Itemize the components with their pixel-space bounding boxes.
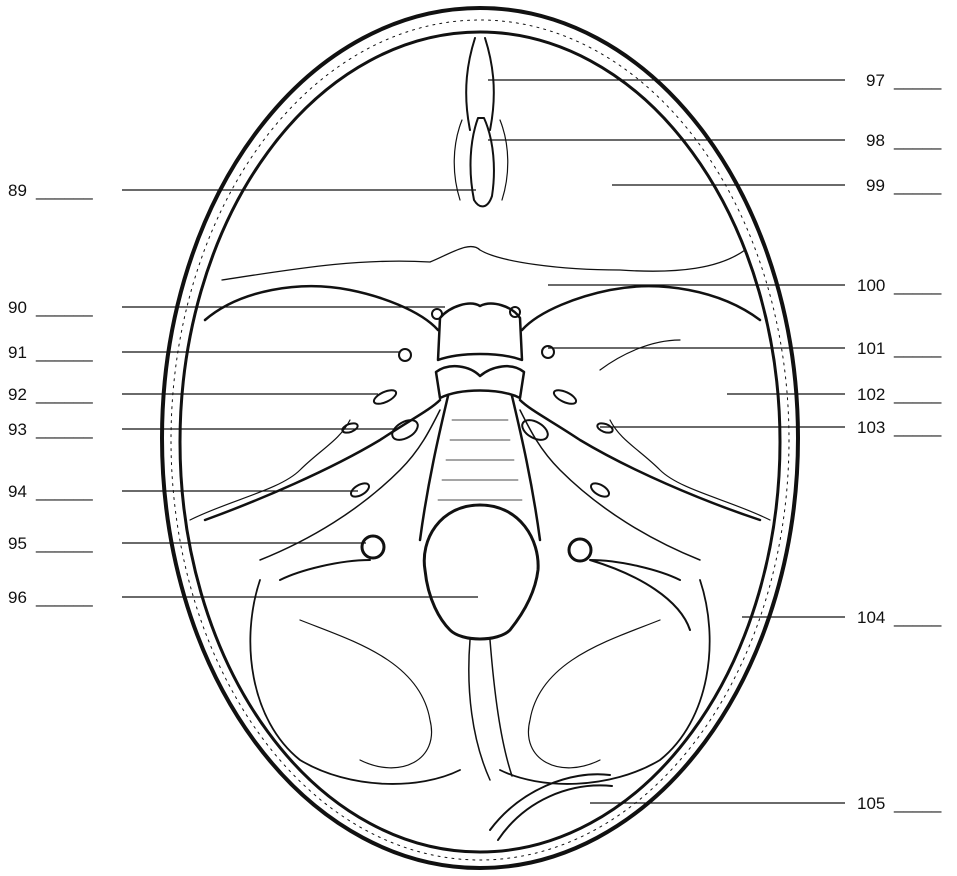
answer-blank[interactable]: ______ <box>35 385 93 404</box>
label-number: 103 <box>857 418 885 437</box>
petrous-ridge-right <box>520 400 760 520</box>
answer-blank[interactable]: ______ <box>35 181 93 200</box>
answer-blank[interactable]: _____ <box>893 176 942 195</box>
label-number: 97 <box>866 71 885 90</box>
skull-inner-wall <box>180 32 780 852</box>
frontal-suture <box>222 247 745 280</box>
foramen-rotundum-left <box>372 387 398 406</box>
internal-acoustic-right <box>589 481 611 500</box>
lesser-wing-right <box>522 286 760 330</box>
label-number: 100 <box>857 276 885 295</box>
label-number: 92 <box>8 385 27 404</box>
foramen-ovale-left <box>341 422 359 435</box>
foramen-lacerum-right <box>519 416 551 444</box>
label-number: 89 <box>8 181 27 200</box>
answer-blank[interactable]: _____ <box>893 418 942 437</box>
occipital-fossa-left <box>250 580 460 784</box>
label-number: 91 <box>8 343 27 362</box>
internal-acoustic-left <box>349 481 371 500</box>
answer-blank[interactable]: _____ <box>893 608 942 627</box>
left-labels: 89 ______ 90 ______ 91 ______ 92 ______ … <box>8 181 93 607</box>
answer-blank[interactable]: ______ <box>35 482 93 501</box>
internal-occipital-crest <box>469 640 512 780</box>
cribriform-plate-left <box>454 120 462 200</box>
answer-blank[interactable]: _____ <box>893 276 942 295</box>
label-number: 105 <box>857 794 885 813</box>
label-number: 104 <box>857 608 885 627</box>
answer-blank[interactable]: ______ <box>35 534 93 553</box>
frontal-crest <box>466 38 494 130</box>
label-number: 102 <box>857 385 885 404</box>
label-number: 95 <box>8 534 27 553</box>
cribriform-plate-right <box>500 120 508 200</box>
answer-blank[interactable]: _____ <box>893 339 942 358</box>
answer-blank[interactable]: ______ <box>35 420 93 439</box>
answer-blank[interactable]: _____ <box>893 71 942 90</box>
anterior-clinoid-left <box>432 309 442 319</box>
cerebellar-fossa-left <box>300 620 432 768</box>
answer-blank[interactable]: _____ <box>893 385 942 404</box>
foramen-rotundum-right <box>552 387 578 406</box>
right-labels: 97 _____ 98 _____ 99 _____ 100 _____ 101… <box>857 71 942 813</box>
answer-blank[interactable]: ______ <box>35 298 93 317</box>
skull-illustration <box>162 8 798 868</box>
answer-blank[interactable]: _____ <box>893 131 942 150</box>
label-number: 99 <box>866 176 885 195</box>
jugular-foramen-left <box>362 536 384 558</box>
answer-blank[interactable]: ______ <box>35 343 93 362</box>
jugular-foramen-right <box>569 539 591 561</box>
transverse-sulcus-left <box>280 560 370 580</box>
cerebellar-fossa-right <box>528 620 660 768</box>
squamous-suture-right <box>600 340 680 370</box>
petrous-ridge-left <box>205 400 440 520</box>
label-number: 98 <box>866 131 885 150</box>
answer-blank[interactable]: ______ <box>35 588 93 607</box>
answer-blank[interactable]: _____ <box>893 794 942 813</box>
label-number: 96 <box>8 588 27 607</box>
dorsum-sellae <box>436 366 524 398</box>
label-number: 101 <box>857 339 885 358</box>
crista-galli <box>471 118 494 206</box>
foramen-magnum <box>424 505 538 639</box>
label-number: 90 <box>8 298 27 317</box>
label-number: 94 <box>8 482 27 501</box>
skull-outer-wall <box>162 8 798 868</box>
optic-canal-left <box>399 349 411 361</box>
label-number: 93 <box>8 420 27 439</box>
clivus-hatch <box>438 420 522 500</box>
transverse-sulcus-right <box>590 560 690 630</box>
lesser-wing-left <box>205 286 438 330</box>
clivus <box>420 396 540 540</box>
